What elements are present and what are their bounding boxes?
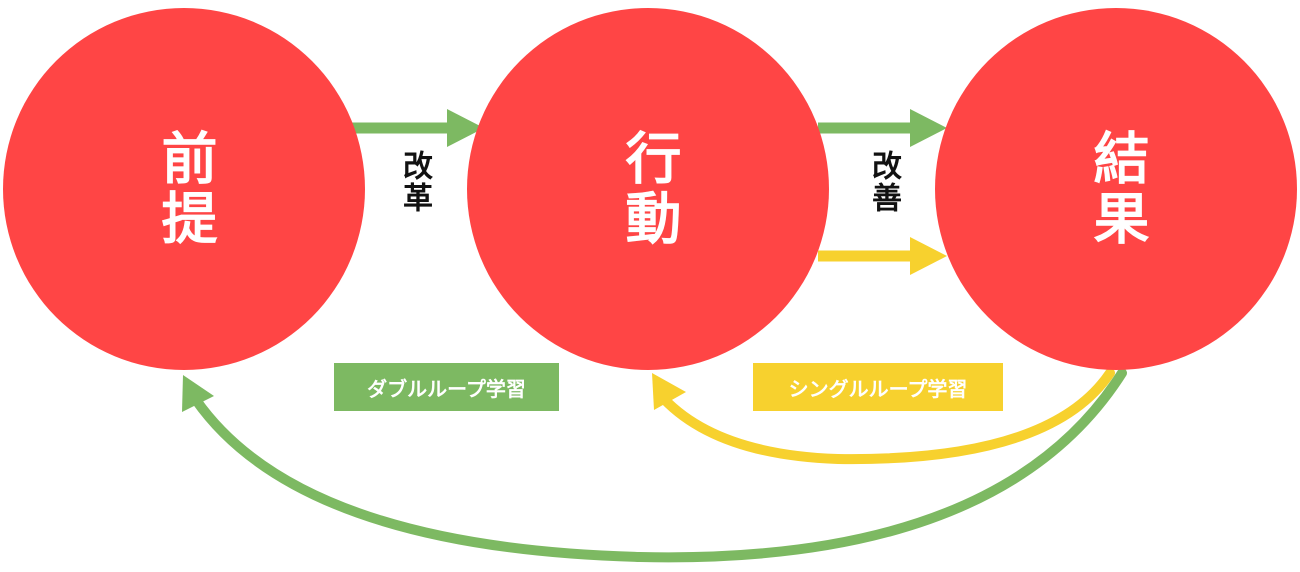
premise-node: 前提 <box>3 8 365 370</box>
double-loop-arrow-head <box>182 375 214 412</box>
double-loop-tag: ダブルループ学習 <box>334 363 559 411</box>
reform-label: 改革 <box>397 150 432 214</box>
action-label: 行動 <box>616 129 681 249</box>
action-node: 行動 <box>467 8 829 370</box>
single-loop-curve <box>659 368 1115 465</box>
premise-label: 前提 <box>152 129 217 249</box>
single-loop-tag-text: シングルループ学習 <box>788 376 968 401</box>
single-loop-forward-head <box>910 237 947 275</box>
result-node: 結果 <box>935 8 1297 370</box>
single-loop-arrow-head <box>652 373 686 410</box>
double-loop-tag-text: ダブルループ学習 <box>367 376 526 401</box>
double-loop-curve <box>191 368 1127 563</box>
improve-arrow-head <box>910 109 947 147</box>
reform-arrow-head <box>447 109 484 147</box>
result-label: 結果 <box>1084 129 1149 249</box>
improve-label: 改善 <box>866 150 901 214</box>
single-loop-tag: シングルループ学習 <box>753 363 1003 411</box>
